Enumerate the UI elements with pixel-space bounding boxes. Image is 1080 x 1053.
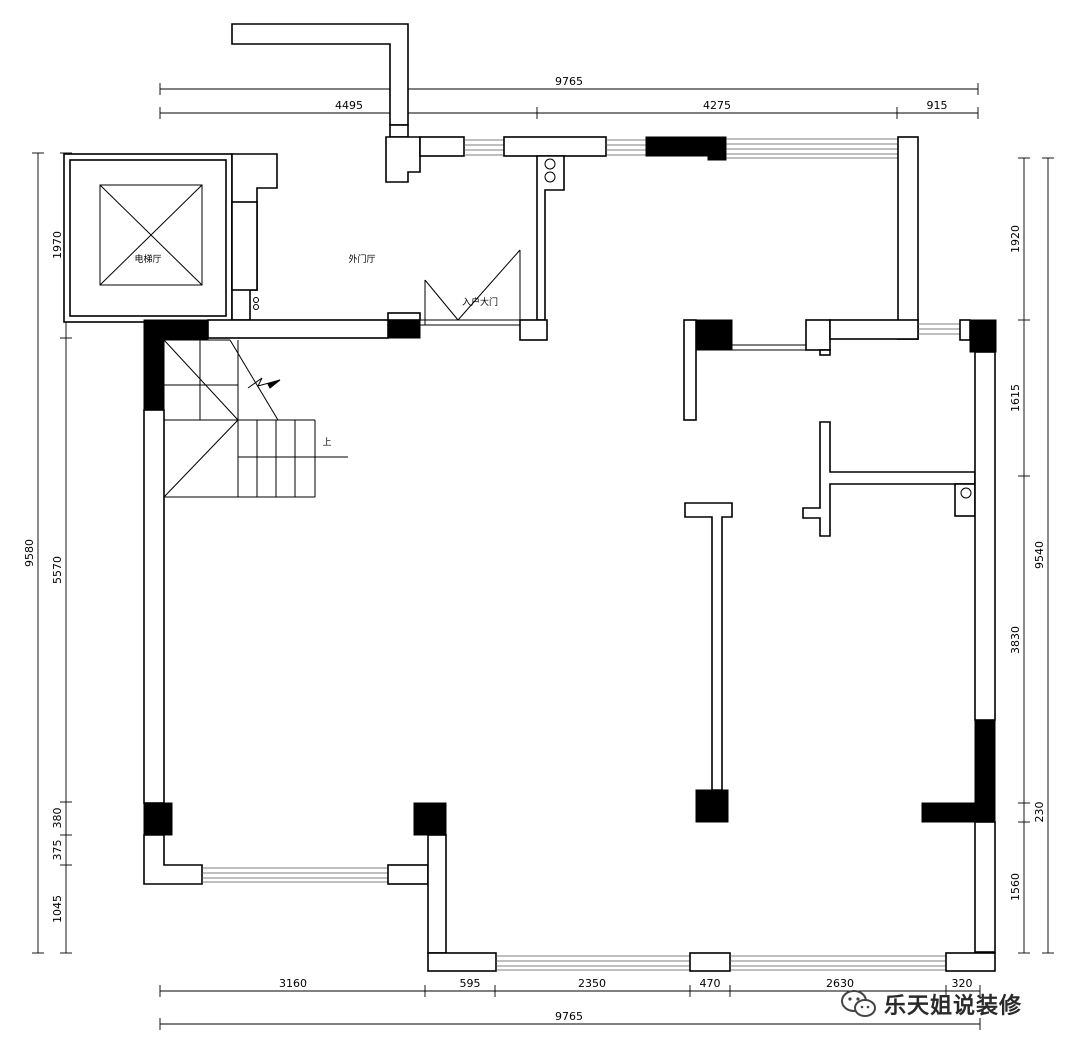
dim-right-2: 1615 [1009, 384, 1022, 412]
outer-foyer: 外门厅 入户大门 [207, 136, 607, 341]
dim-right-4: 230 [1033, 802, 1046, 823]
dimension-labels: 9765 4495 4275 915 3160 595 2350 470 263… [23, 75, 1046, 1023]
right-upper-partitions [683, 319, 997, 823]
elevator-hall: 电梯厅 [63, 153, 278, 323]
dim-right-1: 1920 [1009, 225, 1022, 253]
dim-right-3: 3830 [1009, 626, 1022, 654]
room-label-entrance-door: 入户大门 [462, 296, 498, 308]
dim-left-3: 380 [51, 808, 64, 829]
watermark-text: 乐天姐说装修 [884, 994, 1023, 1019]
dim-top-left: 4495 [335, 99, 363, 112]
dim-top-mid: 4275 [703, 99, 731, 112]
entrance-door[interactable]: 入户大门 [420, 249, 521, 326]
dim-left-total: 9580 [23, 539, 36, 567]
dim-bottom-4: 470 [700, 977, 721, 990]
window-top-right [726, 138, 898, 159]
break-line [247, 377, 281, 389]
dim-left-4: 375 [51, 840, 64, 861]
vent-shaft [231, 23, 421, 183]
window-bottom-left [202, 867, 388, 883]
window-bottom-right [730, 955, 946, 971]
dim-left-2: 5570 [51, 556, 64, 584]
dim-top-right: 915 [927, 99, 948, 112]
room-label-elevator-hall: 电梯厅 [134, 253, 161, 265]
dim-bottom-2: 595 [460, 977, 481, 990]
top-wall-right [606, 136, 919, 340]
right-wall [921, 351, 996, 953]
window-bottom-mid [496, 955, 690, 971]
dim-left-5: 1045 [51, 895, 64, 923]
stairs-up-label: 上 [322, 437, 331, 448]
dim-bottom-5: 2630 [826, 977, 854, 990]
room-label-outer-foyer: 外门厅 [348, 253, 375, 265]
dim-left-1: 1970 [51, 231, 64, 259]
dim-bottom-3: 2350 [578, 977, 606, 990]
window-top-mid [606, 139, 646, 156]
window-top-foyer [464, 139, 504, 156]
left-wall [143, 319, 209, 885]
dim-bottom-total: 9765 [555, 1010, 583, 1023]
dimension-lines [32, 83, 1054, 1030]
dim-bottom-6: 320 [952, 977, 973, 990]
bottom-walls [202, 802, 996, 972]
watermark: 乐天姐说装修 [840, 986, 1022, 1022]
dim-right-5: 1560 [1009, 873, 1022, 901]
dim-top-total: 9765 [555, 75, 583, 88]
window-right-upper [918, 323, 960, 335]
dim-right-total: 9540 [1033, 541, 1046, 569]
staircase: 上 [163, 339, 348, 498]
dim-bottom-1: 3160 [279, 977, 307, 990]
wechat-icon [841, 990, 876, 1017]
